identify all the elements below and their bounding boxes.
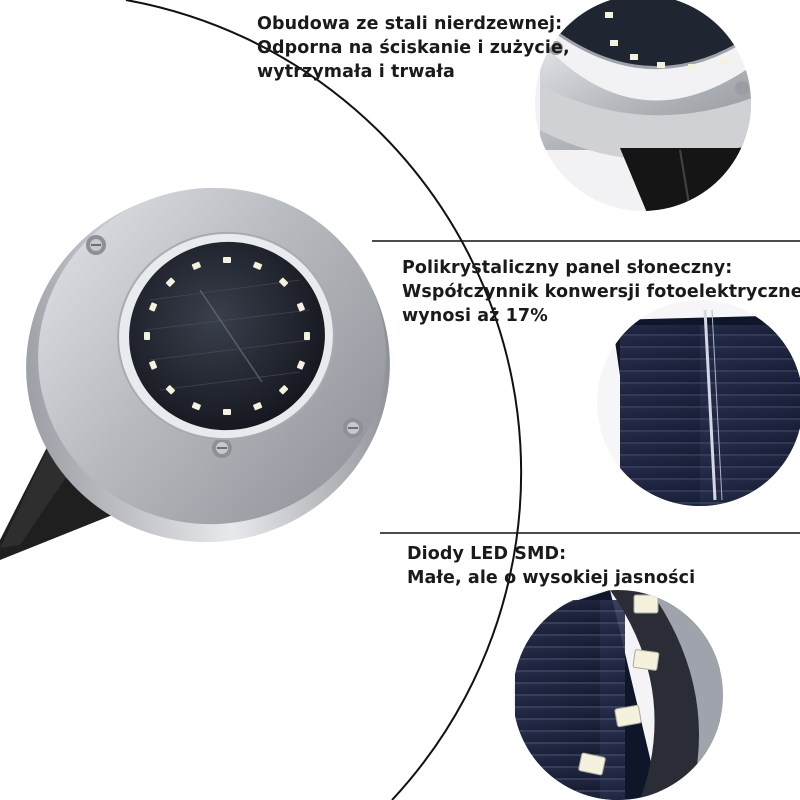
led-chip [149, 302, 158, 312]
led-chip [688, 64, 696, 70]
led-chip [745, 46, 751, 52]
screw-icon [343, 418, 363, 438]
caption-solar-panel: Polikrystaliczny panel słoneczny: Współc… [402, 256, 800, 328]
screw-icon [86, 235, 106, 255]
caption-led-diodes: Diody LED SMD: Małe, ale o wysokiej jasn… [407, 542, 695, 590]
led-chip [223, 257, 231, 263]
screw-icon [212, 438, 232, 458]
led-chip [253, 402, 263, 411]
caption-line: wynosi aż 17% [402, 306, 548, 326]
led-chip [144, 332, 150, 340]
led-chip [720, 58, 728, 64]
caption-line: Małe, ale o wysokiej jasności [407, 568, 696, 588]
led-chip [304, 332, 310, 340]
caption-steel-housing: Obudowa ze stali nierdzewnej: Odporna na… [257, 12, 570, 84]
solar-panel-closeup [597, 300, 800, 506]
led-chip [165, 385, 175, 395]
smd-led-closeup [513, 590, 723, 800]
led-chip [165, 277, 175, 287]
led-chip [253, 261, 263, 270]
led-chip [223, 409, 231, 415]
led-chip [610, 40, 618, 46]
smd-led-chip [578, 752, 606, 776]
led-ring [144, 257, 310, 415]
led-chip [296, 360, 305, 370]
led-chip [605, 12, 613, 18]
caption-title: Obudowa ze stali nierdzewnej: [257, 14, 563, 34]
solar-disk-light-illustration [0, 187, 390, 560]
solar-panel-face [129, 241, 325, 431]
led-chip [630, 54, 638, 60]
led-chip [149, 360, 158, 370]
caption-title: Polikrystaliczny panel słoneczny: [402, 258, 733, 278]
led-chip [590, 0, 598, 4]
divider-arc [125, 0, 523, 800]
smd-led-chip [633, 594, 659, 614]
caption-line: wytrzymała i trwała [257, 62, 455, 82]
caption-title: Diody LED SMD: [407, 544, 567, 564]
smd-led-chip [614, 704, 642, 728]
caption-line: Odporna na ściskanie i zużycie, [257, 38, 570, 58]
led-chip [657, 62, 665, 68]
led-chip [296, 302, 305, 312]
led-chip [191, 402, 201, 411]
steel-housing-closeup [535, 0, 751, 211]
caption-line: Współczynnik konwersji fotoelektrycznej [402, 282, 800, 302]
smd-led-chip [632, 649, 660, 671]
led-chip [279, 385, 289, 395]
led-chip [191, 261, 201, 270]
led-chip [279, 277, 289, 287]
